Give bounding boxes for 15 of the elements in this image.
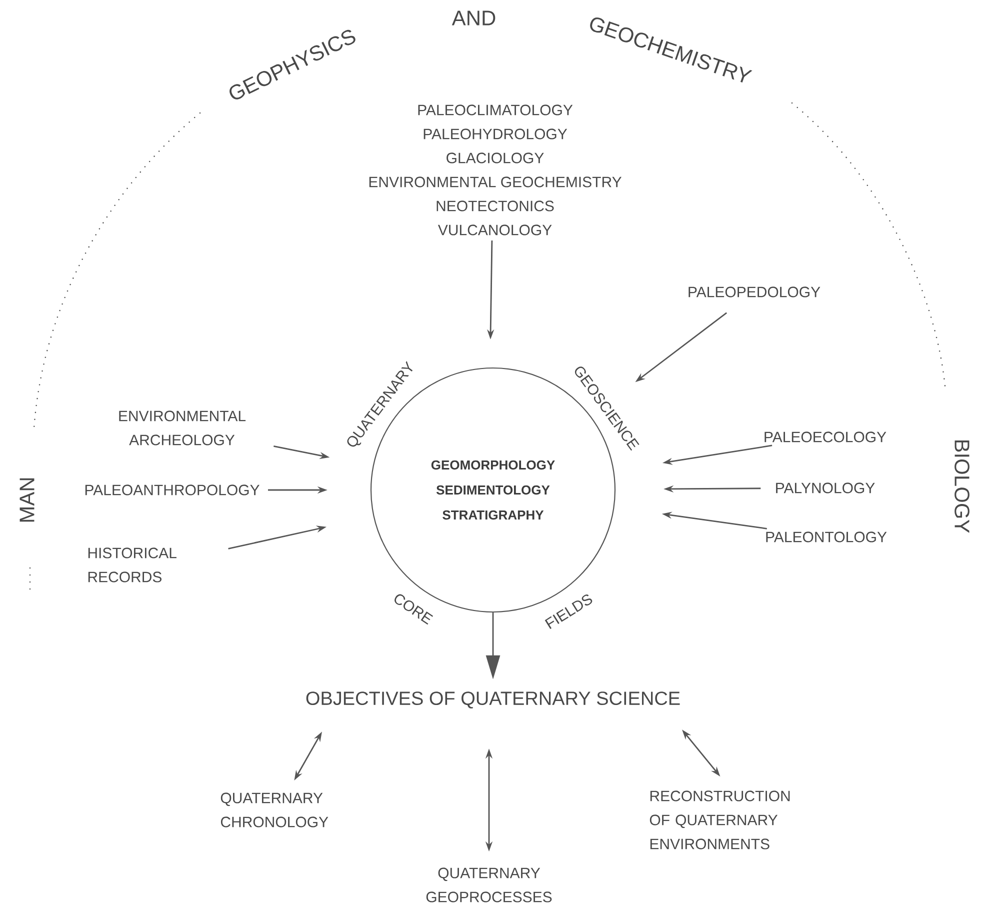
objectives-heading: OBJECTIVES OF QUATERNARY SCIENCE bbox=[306, 692, 680, 708]
field-label: PALEOANTHROPOLOGY bbox=[85, 484, 260, 496]
field-label: QUATERNARY GEOPROCESSES bbox=[426, 868, 552, 902]
field-label: RECONSTRUCTION OF QUATERNARY ENVIRONMENTS bbox=[650, 790, 790, 850]
field-label: PALEOECOLOGY bbox=[764, 432, 886, 442]
field-label: PALEOPEDOLOGY bbox=[688, 286, 820, 298]
outer-label: AND bbox=[452, 10, 496, 26]
outer-label: BIOLOGY bbox=[954, 440, 970, 533]
field-label: PALEONTOLOGY bbox=[766, 532, 887, 542]
field-label: ENVIRONMENTAL ARCHEOLOGY bbox=[119, 410, 246, 446]
field-label: PALYNOLOGY bbox=[776, 482, 875, 494]
field-label: HISTORICAL RECORDS bbox=[88, 548, 176, 582]
field-label: QUATERNARY CHRONOLOGY bbox=[220, 792, 328, 828]
outer-label: MAN bbox=[20, 478, 34, 522]
discipline-list: PALEOCLIMATOLOGY PALEOHYDROLOGY GLACIOLOGY ENVIRONMENTAL GEOCHEMISTRY NEOTECTONICS VULCANOLOGY bbox=[369, 104, 622, 236]
